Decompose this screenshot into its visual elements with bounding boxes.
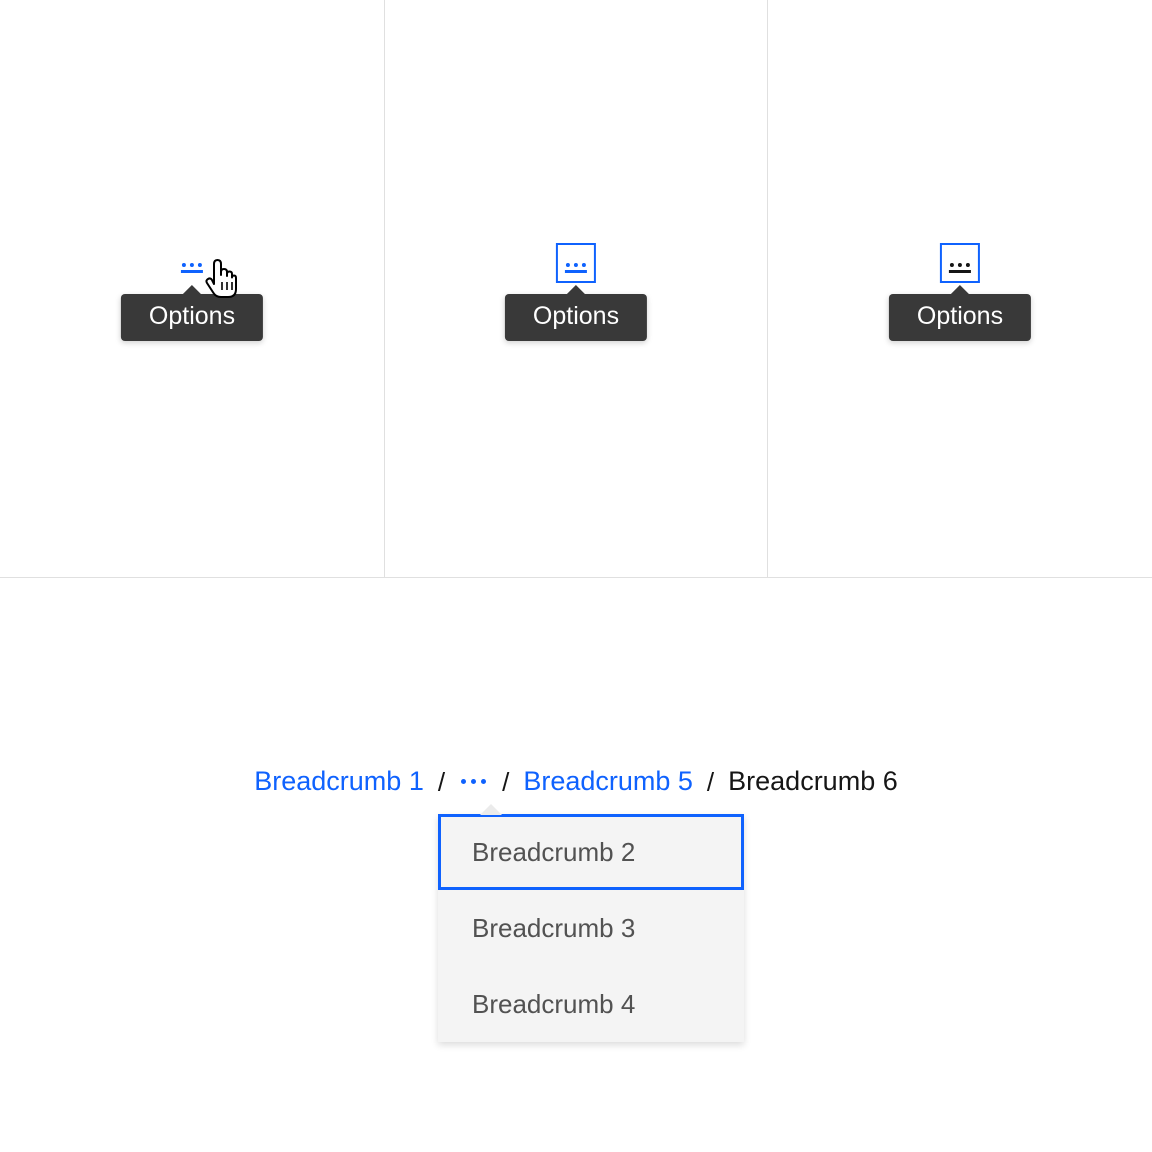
overflow-menu-button[interactable] — [172, 243, 212, 283]
hover-underline-indicator — [564, 270, 587, 273]
tooltip-label: Options — [916, 302, 1004, 330]
overflow-menu-horizontal-icon — [949, 263, 970, 267]
breadcrumb-current-page: Breadcrumb 6 — [728, 766, 898, 796]
overflow-menu-horizontal-icon — [181, 263, 202, 267]
overflow-menu-specimen-strip: Options Options — [0, 0, 1152, 578]
breadcrumb-separator: / — [502, 766, 510, 797]
breadcrumb-item-5[interactable]: Breadcrumb 5 — [523, 766, 693, 796]
tooltip: Options — [120, 294, 264, 341]
specimen-cell-focus: Options — [384, 0, 768, 577]
breadcrumb: Breadcrumb 1 / / Breadcrumb 5 / Breadcru… — [0, 768, 1152, 795]
tooltip-label: Options — [148, 302, 236, 330]
specimen-cell-active: Options — [768, 0, 1152, 577]
overflow-menu-group-hover: Options — [120, 243, 264, 341]
overflow-menu-horizontal-icon — [565, 263, 586, 267]
tooltip: Options — [888, 294, 1032, 341]
breadcrumb-overflow-trigger[interactable] — [459, 779, 488, 784]
hover-underline-indicator — [948, 270, 971, 273]
tooltip: Options — [504, 294, 648, 341]
overflow-menu-group-active: Options — [888, 243, 1032, 341]
breadcrumb-menu-item[interactable]: Breadcrumb 4 — [472, 988, 636, 1019]
breadcrumb-item-1[interactable]: Breadcrumb 1 — [254, 766, 424, 796]
hover-underline-indicator — [180, 270, 203, 273]
tooltip-label: Options — [532, 302, 620, 330]
breadcrumb-separator: / — [437, 766, 446, 797]
overflow-menu-group-focus: Options — [504, 243, 648, 341]
breadcrumb-menu-item[interactable]: Breadcrumb 2 — [438, 814, 744, 890]
breadcrumb-overflow-menu: Breadcrumb 2 Breadcrumb 3 Breadcrumb 4 — [438, 804, 744, 1042]
overflow-menu-button[interactable] — [555, 243, 596, 283]
breadcrumb-menu-item[interactable]: Breadcrumb 3 — [472, 912, 636, 943]
overflow-menu-button[interactable] — [939, 243, 980, 283]
specimen-cell-hover: Options — [0, 0, 384, 577]
breadcrumb-specimen: Breadcrumb 1 / / Breadcrumb 5 / Breadcru… — [0, 578, 1152, 1152]
breadcrumb-separator: / — [706, 766, 715, 797]
